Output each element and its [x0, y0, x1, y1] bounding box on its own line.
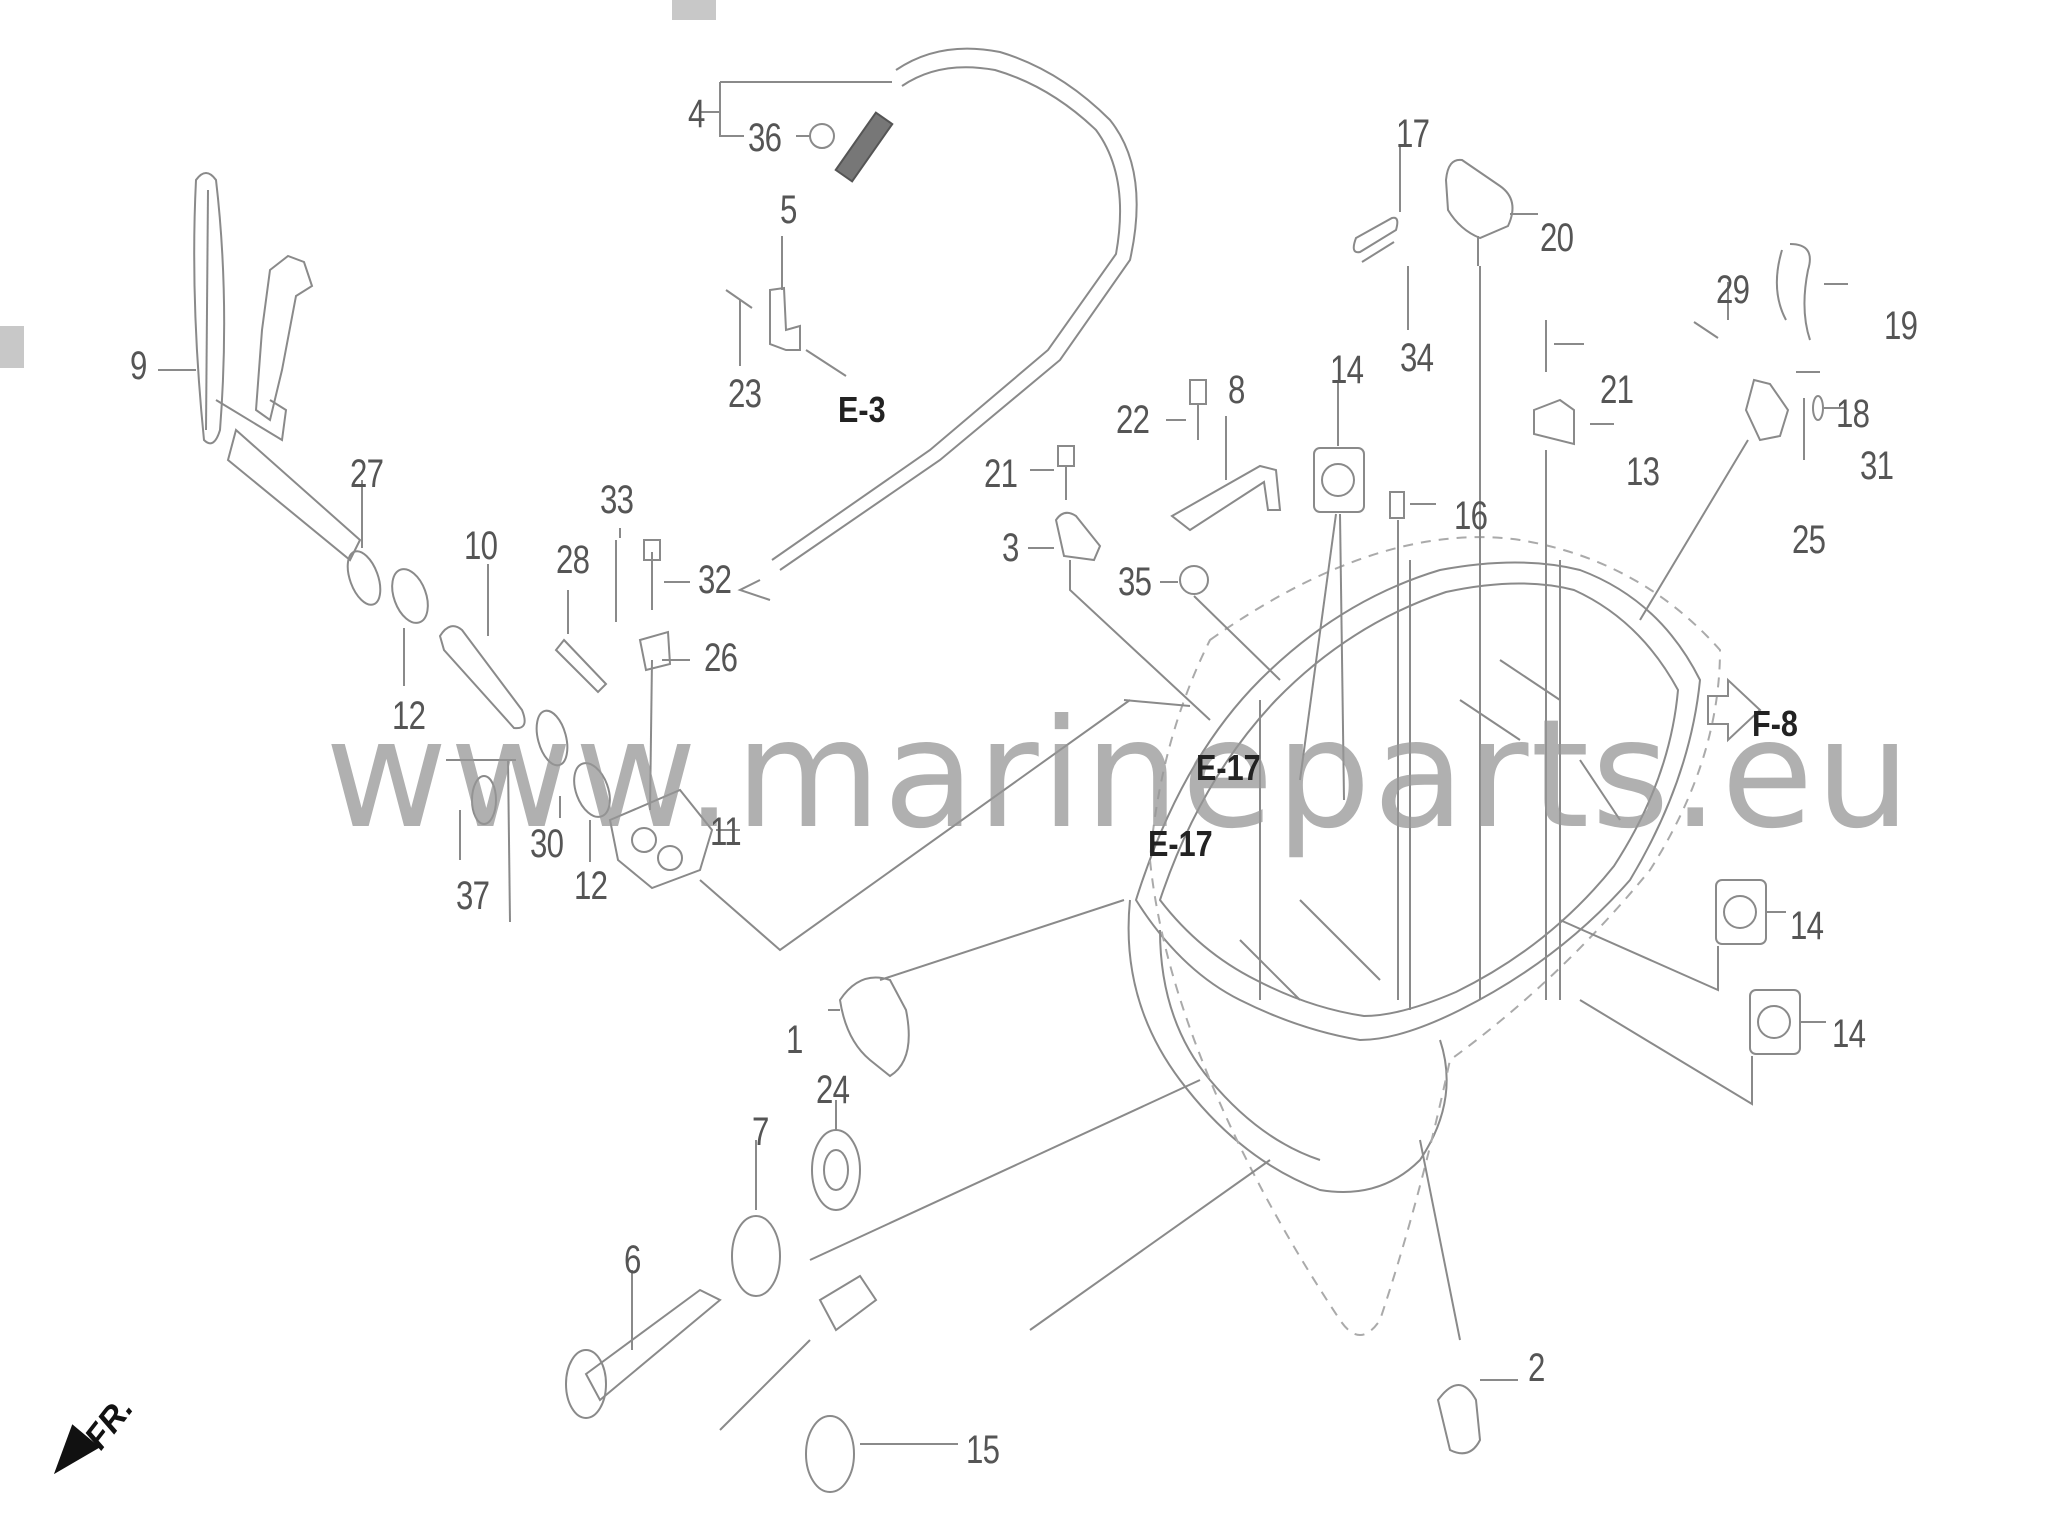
callout-21[interactable]: 21	[984, 452, 1018, 496]
callout-2[interactable]: 2	[1528, 1346, 1545, 1390]
callout-13[interactable]: 13	[1626, 450, 1660, 494]
callout-4[interactable]: 4	[688, 92, 705, 136]
callout-31[interactable]: 31	[1860, 444, 1894, 488]
callout-24[interactable]: 24	[816, 1068, 850, 1112]
callout-15[interactable]: 15	[966, 1428, 1000, 1472]
callout-29[interactable]: 29	[1716, 268, 1750, 312]
section-ref-e17[interactable]: E-17	[1196, 747, 1261, 788]
callout-8[interactable]: 8	[1228, 368, 1245, 412]
callout-32[interactable]: 32	[698, 558, 732, 602]
callout-9[interactable]: 9	[130, 344, 147, 388]
callout-12[interactable]: 12	[574, 864, 608, 908]
callout-10[interactable]: 10	[464, 524, 498, 568]
callout-37[interactable]: 37	[456, 874, 490, 918]
engine-cover-icon	[1127, 560, 1702, 1193]
callout-21[interactable]: 21	[1600, 368, 1634, 412]
callout-34[interactable]: 34	[1400, 336, 1434, 380]
callout-6[interactable]: 6	[624, 1238, 641, 1282]
callout-33[interactable]: 33	[600, 478, 634, 522]
watermark: www.marineparts.eu	[325, 688, 1913, 862]
callout-28[interactable]: 28	[556, 538, 590, 582]
callout-18[interactable]: 18	[1836, 392, 1870, 436]
callout-22[interactable]: 22	[1116, 398, 1150, 442]
callout-14[interactable]: 14	[1790, 904, 1824, 948]
callout-25[interactable]: 25	[1792, 518, 1826, 562]
callout-11[interactable]: 11	[710, 810, 742, 854]
decorative-block	[0, 326, 24, 368]
callout-35[interactable]: 35	[1118, 560, 1152, 604]
callout-14[interactable]: 14	[1330, 348, 1364, 392]
callout-12[interactable]: 12	[392, 694, 426, 738]
section-ref-e17[interactable]: E-17	[1148, 823, 1213, 864]
callout-20[interactable]: 20	[1540, 216, 1574, 260]
callout-7[interactable]: 7	[752, 1110, 769, 1154]
callout-1[interactable]: 1	[786, 1018, 803, 1062]
callout-16[interactable]: 16	[1454, 494, 1488, 538]
callout-36[interactable]: 36	[748, 116, 782, 160]
section-ref-f8[interactable]: F-8	[1752, 703, 1798, 744]
callout-26[interactable]: 26	[704, 636, 738, 680]
throttle-cable-icon	[737, 47, 1138, 601]
callout-3[interactable]: 3	[1002, 526, 1019, 570]
callout-14[interactable]: 14	[1832, 1012, 1866, 1056]
callout-27[interactable]: 27	[350, 452, 384, 496]
callout-23[interactable]: 23	[728, 372, 762, 416]
callout-19[interactable]: 19	[1884, 304, 1918, 348]
callout-17[interactable]: 17	[1396, 112, 1430, 156]
tiller-handle-icon	[193, 172, 362, 562]
decorative-block	[672, 0, 716, 20]
callout-30[interactable]: 30	[530, 822, 564, 866]
section-ref-e3[interactable]: E-3	[838, 389, 886, 430]
callout-5[interactable]: 5	[780, 188, 797, 232]
